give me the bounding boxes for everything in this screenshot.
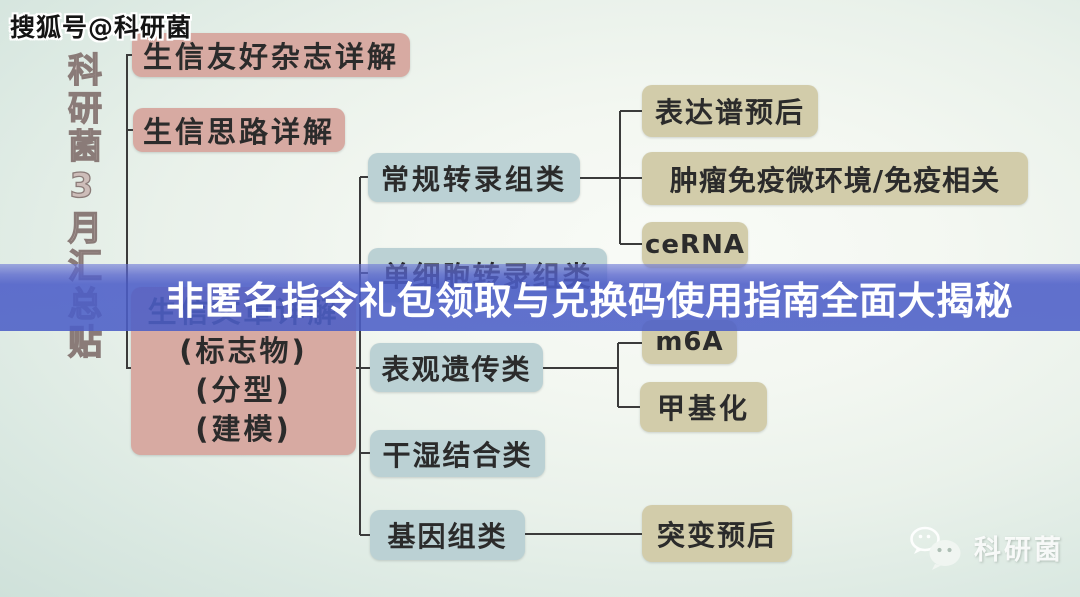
wechat-account-logo: 科研菌: [908, 520, 1068, 575]
node-sublabel-typing: (分型): [195, 373, 292, 408]
node-genomics: 基因组类: [370, 510, 525, 560]
node-label: 甲基化: [656, 392, 750, 425]
node-cerna: ceRNA: [642, 222, 748, 268]
node-bioinfo-friendly-journals: 生信友好杂志详解: [132, 33, 410, 77]
node-label: m6A: [655, 327, 724, 357]
overlay-title-text: 非匿名指令礼包领取与兑换码使用指南全面大揭秘: [166, 279, 1014, 323]
sohu-watermark: 搜狐号@科研菌: [10, 13, 193, 42]
node-mutation-prognosis: 突变预后: [642, 505, 792, 562]
node-label: 常规转录组类: [380, 162, 567, 196]
node-dry-wet-combined: 干湿结合类: [370, 430, 545, 477]
node-regular-transcriptome: 常规转录组类: [368, 153, 580, 202]
node-sublabel-markers: (标志物): [179, 334, 308, 369]
node-label: 基因组类: [387, 520, 508, 553]
node-label: ceRNA: [645, 230, 745, 260]
node-label: 干湿结合类: [382, 438, 533, 472]
node-label: 肿瘤免疫微环境/免疫相关: [669, 163, 1001, 197]
node-sublabel-modeling: (建模): [195, 412, 292, 447]
node-expression-prognosis: 表达谱预后: [642, 85, 818, 137]
node-label: 表观遗传类: [381, 352, 532, 386]
node-label: 生信思路详解: [142, 115, 335, 149]
wechat-bubbles-icon: [910, 526, 961, 570]
logo-account-name: 科研菌: [974, 535, 1064, 566]
node-label: 生信友好杂志详解: [142, 40, 399, 74]
node-label: 表达谱预后: [654, 96, 805, 129]
node-methylation: 甲基化: [640, 382, 767, 432]
node-bioinfo-ideas: 生信思路详解: [133, 108, 345, 152]
overlay-title-banner: 非匿名指令礼包领取与兑换码使用指南全面大揭秘: [0, 264, 1080, 331]
node-epigenetics: 表观遗传类: [370, 343, 543, 392]
node-label: 突变预后: [656, 518, 777, 552]
node-tumor-immune-microenvironment: 肿瘤免疫微环境/免疫相关: [642, 152, 1028, 205]
